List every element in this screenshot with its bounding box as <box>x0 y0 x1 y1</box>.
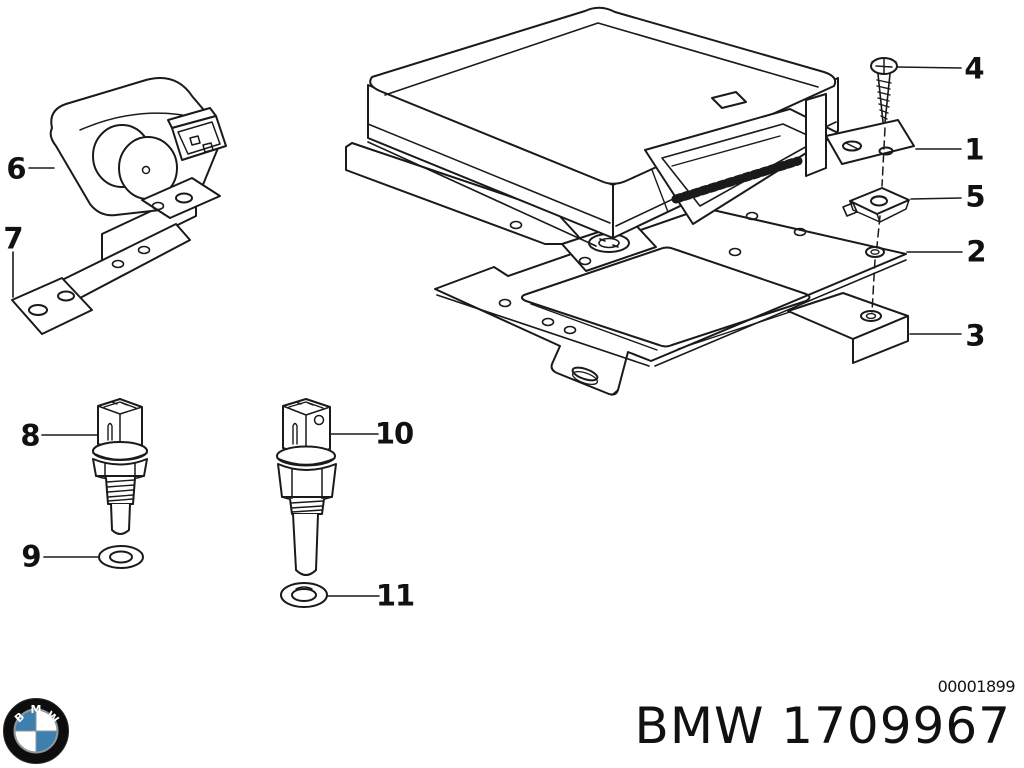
relay-foot-pad <box>141 177 221 219</box>
screw-4 <box>870 57 898 313</box>
bmw-logo: B M W <box>3 698 69 764</box>
bracket1-boss <box>842 140 862 152</box>
relay-6 <box>49 77 227 219</box>
callout-10: 10 <box>374 416 414 451</box>
temp-sensor-8 <box>92 398 148 535</box>
callout-1: 1 <box>964 132 984 167</box>
plate-cutout <box>520 246 811 348</box>
base-plate-2 <box>434 207 907 396</box>
temp-sensor-10 <box>276 398 337 576</box>
bracket1-screw-hole <box>878 146 894 156</box>
callout-8: 8 <box>20 418 40 453</box>
leader-5 <box>910 197 962 200</box>
leader-4 <box>896 66 962 69</box>
callout-7: 7 <box>3 221 23 256</box>
bmw-logo-quadrant-br <box>36 731 58 753</box>
leader-lines <box>12 66 963 597</box>
callout-4: 4 <box>964 51 984 86</box>
bmw-logo-letter-m: M <box>31 703 42 716</box>
angle-bracket-3 <box>787 292 909 364</box>
callout-11: 11 <box>375 578 415 613</box>
plate-screw-slots <box>498 211 807 335</box>
retainer-bracket-1 <box>805 93 915 177</box>
seal-ring-11 <box>280 582 328 608</box>
callout-6: 6 <box>6 151 26 186</box>
document-number: 00001899 <box>937 677 1016 696</box>
speed-nut-5 <box>842 187 910 223</box>
connector-pins <box>671 156 803 204</box>
line-art-root <box>11 6 963 608</box>
ecu-connector <box>644 91 839 225</box>
callout-2: 2 <box>966 234 986 269</box>
part-number: BMW 1709967 <box>634 697 1011 755</box>
callout-5: 5 <box>965 179 985 214</box>
seal-ring-9 <box>98 545 144 569</box>
bracket3-hole <box>860 310 882 322</box>
callout-3: 3 <box>965 318 985 353</box>
bmw-logo-quadrant-tl <box>14 709 36 731</box>
plate-bolt-hole <box>865 246 885 258</box>
callout-9: 9 <box>21 539 41 574</box>
plate-tab-slot <box>571 366 599 382</box>
